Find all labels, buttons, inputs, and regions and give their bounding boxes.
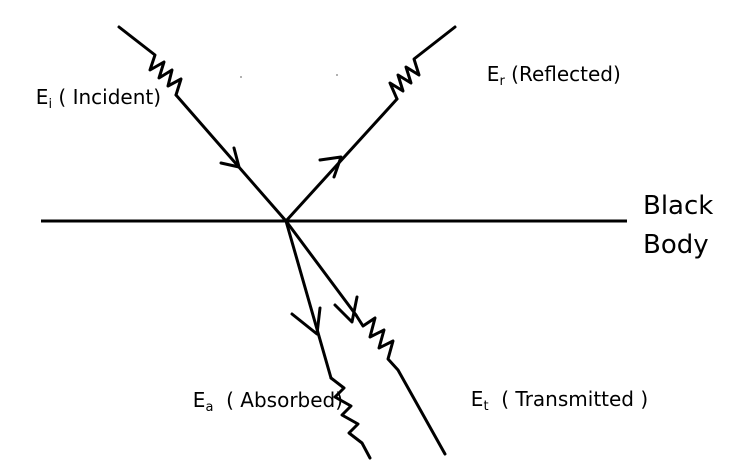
- absorbed-label-subscript: a: [205, 400, 213, 415]
- reflected-label-text: (Reflected): [505, 62, 621, 86]
- incident-ray: [117, 25, 288, 223]
- transmitted-label-subscript: t: [483, 399, 488, 414]
- surface-label-line2: Body: [643, 230, 709, 260]
- surface-label: Black Body: [643, 191, 713, 260]
- incident-label-subscript: i: [48, 97, 52, 112]
- absorbed-ray: [284, 219, 372, 460]
- absorbed-ray-arrowhead: [290, 306, 322, 336]
- transmitted-ray-arrowhead: [333, 295, 359, 324]
- transmitted-ray-line: [284, 219, 358, 317]
- reflected-label-symbol: E: [487, 62, 500, 86]
- reflected-label: Er (Reflected): [455, 62, 640, 89]
- absorbed-ray-line: [284, 219, 333, 380]
- reflected-ray: [284, 25, 457, 223]
- speck: [240, 76, 242, 78]
- transmitted-label-text: ( Transmitted ): [489, 387, 649, 411]
- absorbed-label: Ea ( Absorbed): [161, 388, 362, 415]
- transmitted-label: Et ( Transmitted ): [439, 387, 667, 414]
- speck: [336, 74, 338, 76]
- absorbed-ray-wave: [329, 376, 372, 460]
- transmitted-ray: [284, 219, 447, 456]
- incident-label-text: ( Incident): [52, 85, 161, 109]
- transmitted-label-symbol: E: [471, 387, 484, 411]
- incident-ray-wave: [117, 25, 183, 97]
- reflected-label-subscript: r: [499, 74, 505, 89]
- reflected-ray-wave: [388, 25, 457, 101]
- incident-label-symbol: E: [36, 85, 49, 109]
- incident-label: Ei ( Incident): [4, 85, 180, 112]
- transmitted-ray-wave: [354, 313, 447, 456]
- absorbed-label-text: ( Absorbed): [213, 388, 343, 412]
- incident-ray-arrowhead: [219, 146, 241, 169]
- absorbed-label-symbol: E: [193, 388, 206, 412]
- reflected-ray-arrowhead: [318, 155, 343, 179]
- surface-label-line1: Black: [643, 191, 713, 221]
- incident-ray-line: [174, 93, 288, 223]
